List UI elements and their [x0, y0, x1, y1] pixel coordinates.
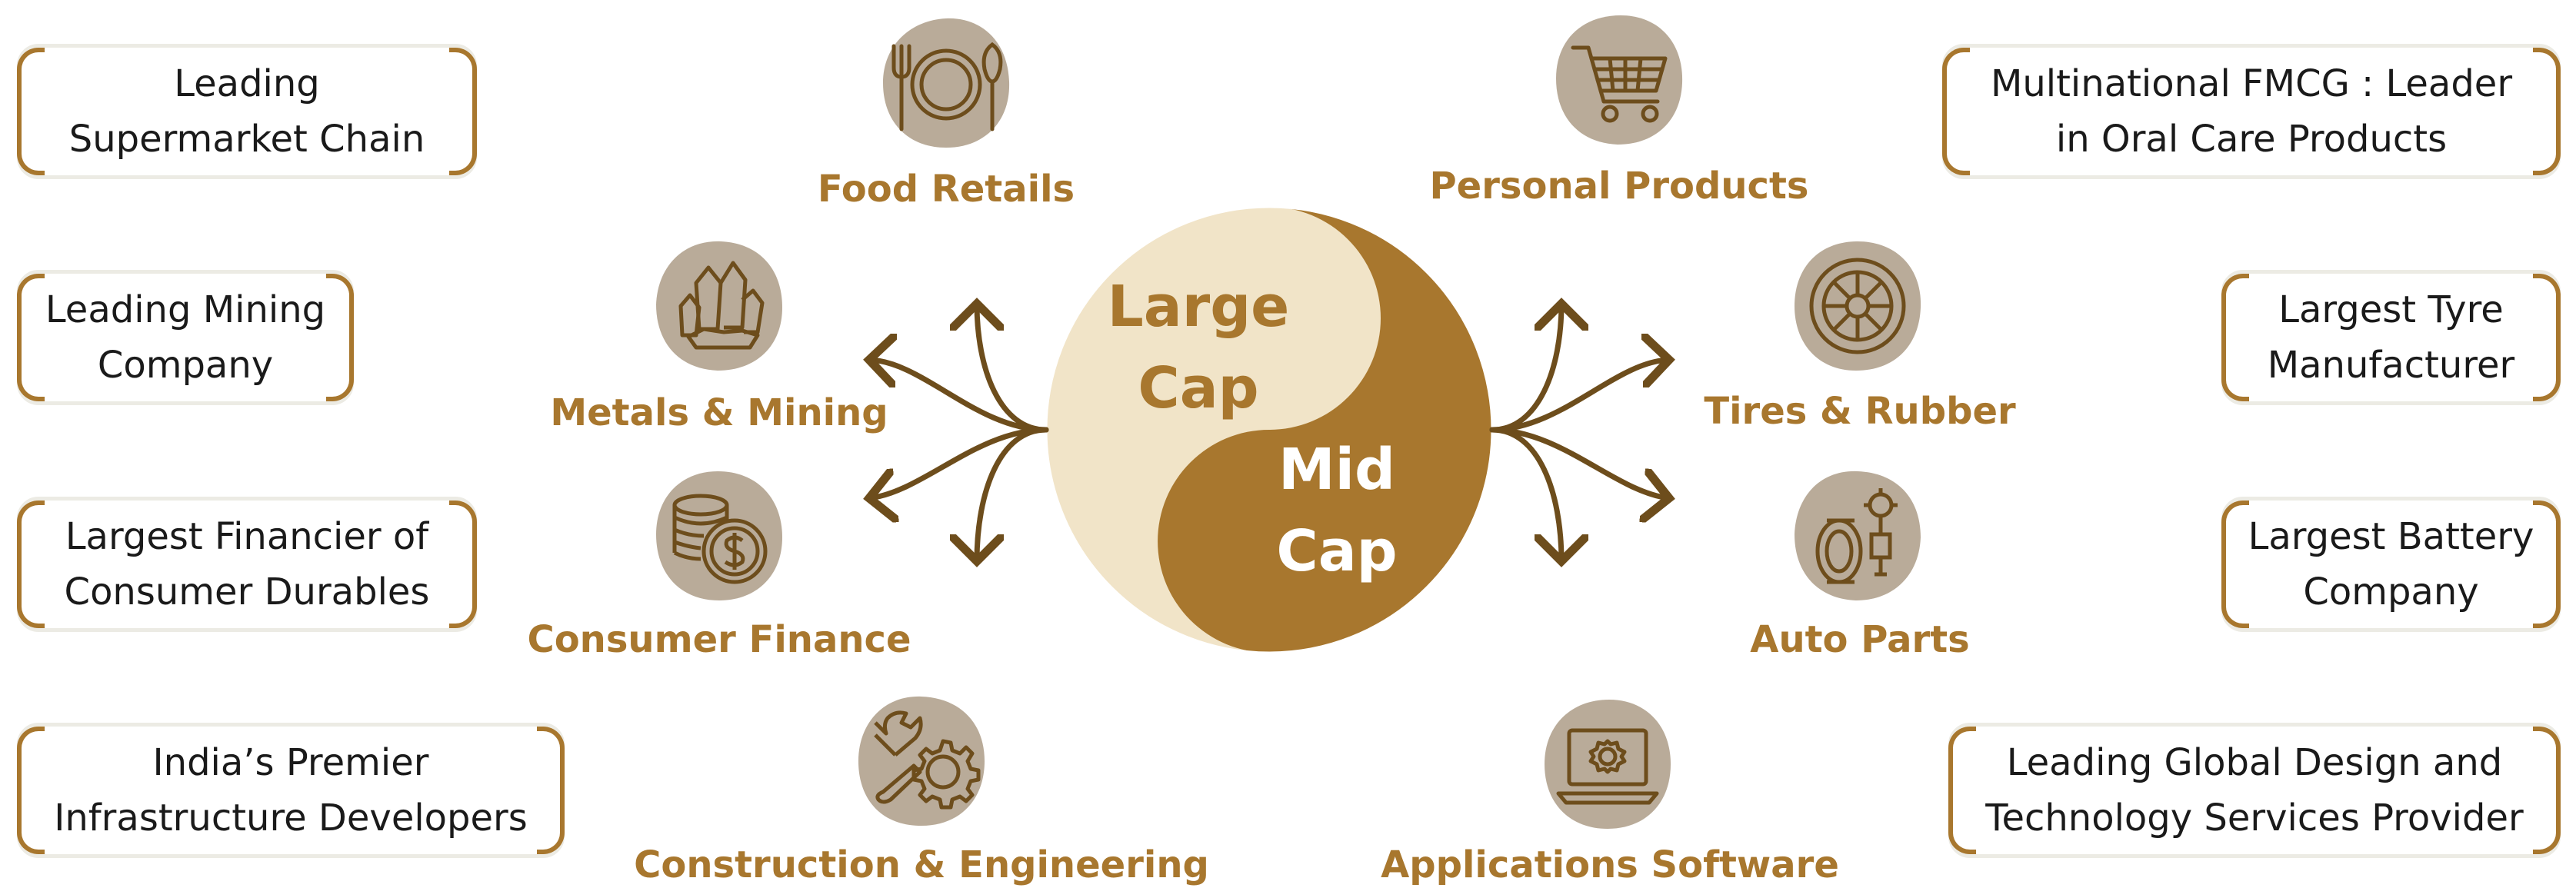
arrow-right-lower [1489, 427, 1669, 498]
description-text: Largest Battery Company [2248, 515, 2534, 614]
coins-dollar-icon [650, 467, 788, 605]
sector-label-auto-parts: Auto Parts [1750, 618, 1970, 661]
description-text: Largest Tyre Manufacturer [2267, 288, 2515, 387]
description-text: Leading Supermarket Chain [68, 62, 425, 161]
arrow-right-upper [1489, 360, 1669, 433]
description-box-auto-parts: Largest Battery Company [2221, 497, 2561, 632]
description-box-applications-software: Leading Global Design and Technology Ser… [1948, 723, 2561, 858]
description-box-construction-engineering: India’s Premier Infrastructure Developer… [17, 723, 565, 858]
arrow-left-upper [869, 360, 1049, 433]
sector-label-construction-engineering: Construction & Engineering [634, 843, 1209, 886]
description-box-personal-products: Multinational FMCG : Leader in Oral Care… [1942, 44, 2561, 179]
arrow-left-lower [869, 427, 1049, 498]
yin-yang-hub [1045, 205, 1494, 654]
right-arrows [1489, 304, 1669, 561]
arrow-right-up [1489, 304, 1561, 433]
sector-label-personal-products: Personal Products [1429, 165, 1809, 208]
sector-label-applications-software: Applications Software [1381, 843, 1839, 886]
arrow-left-up [977, 304, 1049, 433]
auto-parts-icon [1788, 467, 1927, 605]
mid-cap-label: Mid Cap [1276, 437, 1398, 584]
sector-label-food-retails: Food Retails [817, 168, 1075, 211]
large-cap-label: Large Cap [1107, 274, 1290, 421]
description-text: India’s Premier Infrastructure Developer… [54, 741, 528, 840]
description-text: Leading Mining Company [45, 288, 326, 387]
description-text: Largest Financier of Consumer Durables [64, 515, 430, 614]
crystals-icon [650, 237, 788, 375]
arrow-left-down [977, 427, 1049, 561]
hub-gold-half [1158, 207, 1492, 653]
left-arrows [869, 304, 1049, 561]
description-box-tires-rubber: Largest Tyre Manufacturer [2221, 270, 2561, 405]
description-box-metals-mining: Leading Mining Company [17, 270, 354, 405]
sector-label-tires-rubber: Tires & Rubber [1704, 390, 2016, 433]
sector-label-metals-mining: Metals & Mining [550, 391, 888, 434]
sector-label-consumer-finance: Consumer Finance [527, 618, 911, 661]
shopping-cart-icon [1550, 11, 1688, 149]
description-text: Leading Global Design and Technology Ser… [1985, 741, 2524, 840]
description-box-consumer-finance: Largest Financier of Consumer Durables [17, 497, 477, 632]
plate-fork-spoon-icon [877, 14, 1015, 152]
laptop-gear-icon [1538, 695, 1677, 833]
wrench-gear-icon [852, 692, 991, 830]
tire-icon [1788, 237, 1927, 375]
description-text: Multinational FMCG : Leader in Oral Care… [1990, 62, 2513, 161]
arrow-right-down [1489, 427, 1561, 561]
description-box-food-retails: Leading Supermarket Chain [17, 44, 477, 179]
